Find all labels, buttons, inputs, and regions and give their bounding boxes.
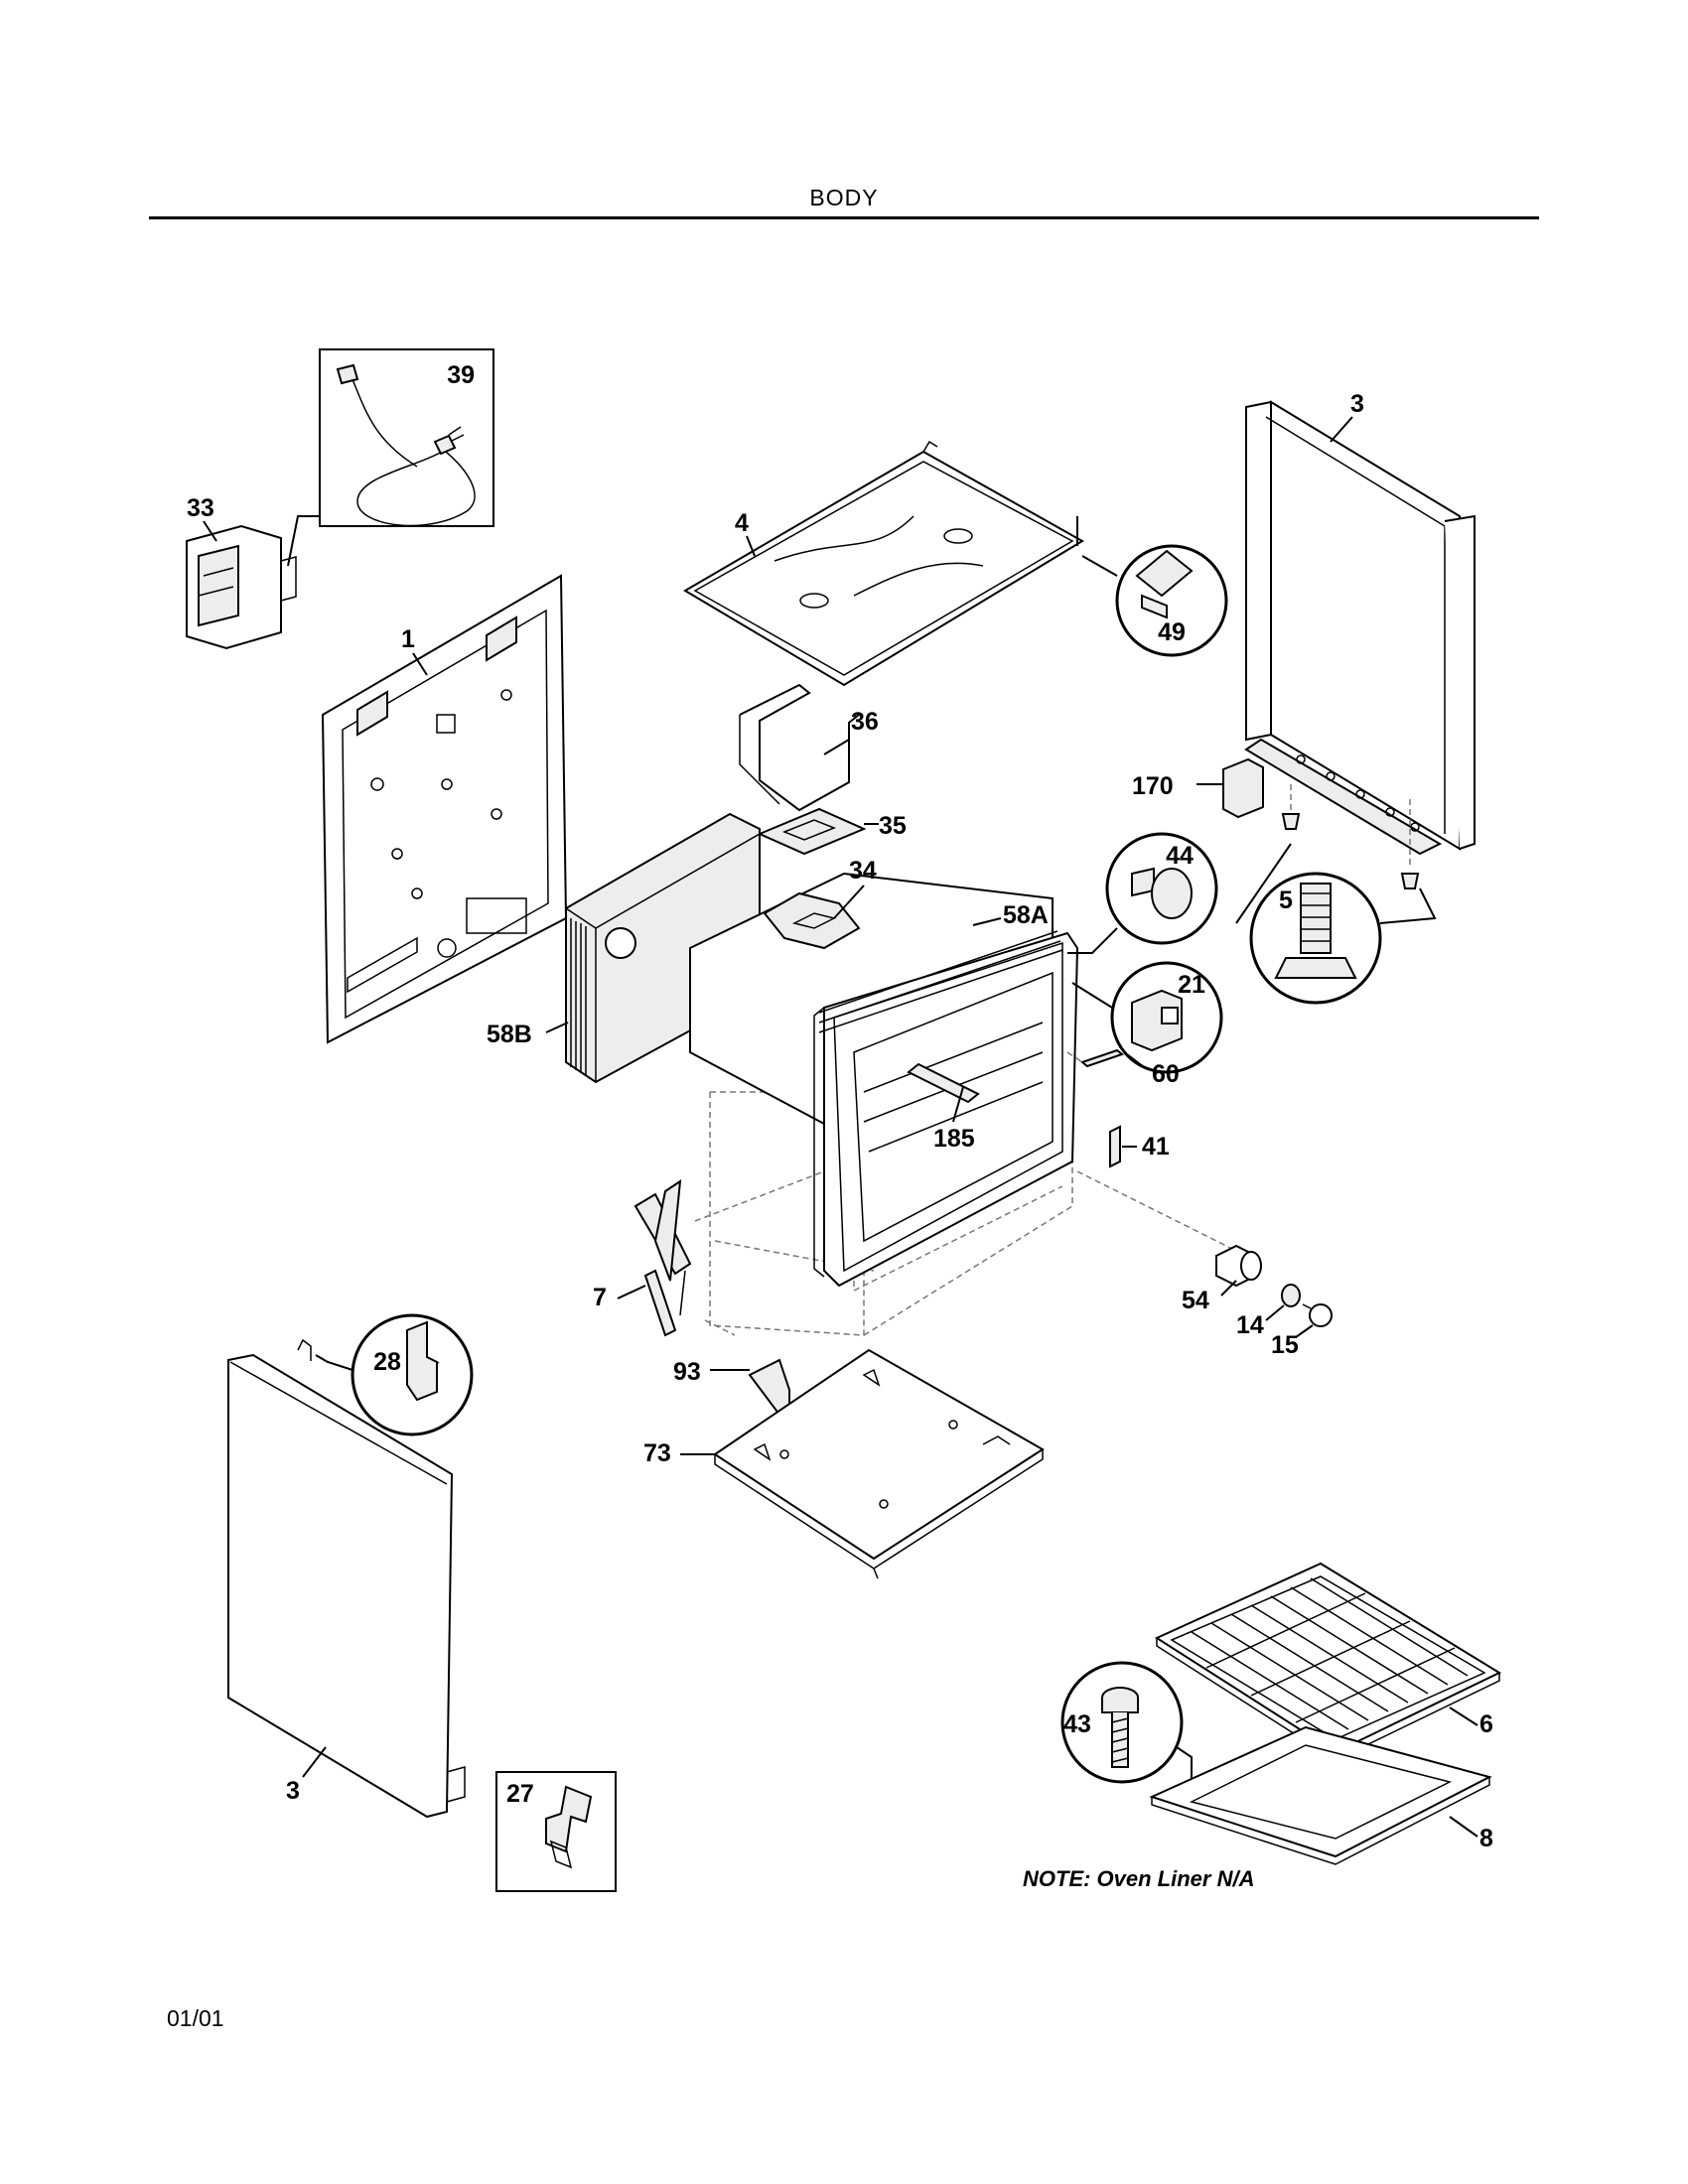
label-33: 33 [187, 494, 214, 522]
label-4: 4 [735, 509, 749, 537]
oven-light-assembly: 54 14 15 [1076, 1170, 1333, 1359]
terminal-bracket-part-33: 33 [186, 494, 297, 650]
label-43: 43 [1063, 1710, 1091, 1738]
screw-callout-part-43: 43 [1060, 1661, 1184, 1784]
clip-callout-part-49: 49 [1115, 544, 1228, 657]
label-14: 14 [1236, 1311, 1264, 1339]
title-rule [149, 216, 1539, 219]
label-58a: 58A [1003, 901, 1049, 929]
label-1: 1 [401, 625, 415, 653]
label-34: 34 [849, 857, 877, 885]
label-39: 39 [447, 361, 475, 389]
oven-liner-note: NOTE: Oven Liner N/A [1023, 1866, 1254, 1891]
oven-vent-duct-part-36: 36 [739, 683, 879, 812]
label-36: 36 [851, 708, 879, 736]
label-49: 49 [1158, 618, 1186, 646]
label-60: 60 [1152, 1060, 1180, 1088]
top-panel-part-4: 4 [683, 440, 1084, 687]
label-54: 54 [1182, 1287, 1209, 1314]
label-6: 6 [1479, 1710, 1493, 1738]
back-panel-part-1: 1 [321, 574, 568, 1044]
leveling-leg-callout-part-5: 5 [1249, 872, 1382, 1005]
oven-bottom-part-8: 8 [1149, 1725, 1493, 1865]
knob-callout-part-44: 44 [1105, 832, 1218, 945]
power-cord-part-39: 39 [319, 348, 494, 527]
oven-cavity-assembly [689, 872, 1079, 1336]
label-185: 185 [933, 1125, 975, 1153]
label-73: 73 [643, 1439, 671, 1467]
bottom-panel-part-73: 73 [643, 1348, 1045, 1579]
page-title: BODY [809, 185, 879, 210]
label-44: 44 [1166, 842, 1194, 870]
bracket-part-93: 93 [673, 1358, 790, 1444]
label-3-top: 3 [1350, 390, 1364, 418]
bracket-part-60: 60 [1066, 1048, 1180, 1088]
side-panel-left-part-3: 3 [227, 1338, 466, 1819]
oven-rack-part-6: 6 [1154, 1562, 1502, 1761]
label-3-bottom: 3 [286, 1777, 300, 1805]
clip-part-27: 27 [495, 1771, 617, 1892]
label-5: 5 [1279, 887, 1293, 914]
label-41: 41 [1142, 1133, 1170, 1160]
revision-date: 01/01 [167, 2005, 224, 2031]
label-15: 15 [1271, 1331, 1299, 1359]
side-panel-right-part-3: 3 [1244, 390, 1476, 856]
label-7: 7 [593, 1284, 607, 1311]
label-28: 28 [373, 1348, 401, 1376]
label-170: 170 [1132, 772, 1174, 800]
door-hinge-part-7: 7 [593, 1178, 692, 1337]
leveler-bracket-part-170: 170 [1132, 757, 1420, 889]
label-93: 93 [673, 1358, 701, 1386]
label-21: 21 [1178, 971, 1205, 999]
label-8: 8 [1479, 1825, 1493, 1852]
bracket-part-41: 41 [1109, 1125, 1170, 1168]
clip-callout-part-28: 28 [351, 1313, 474, 1436]
clip-callout-part-21: 21 [1110, 961, 1223, 1074]
label-58b: 58B [487, 1021, 532, 1048]
label-27: 27 [506, 1780, 534, 1808]
vent-gasket-part-35: 35 [757, 807, 907, 856]
label-35: 35 [879, 812, 907, 840]
